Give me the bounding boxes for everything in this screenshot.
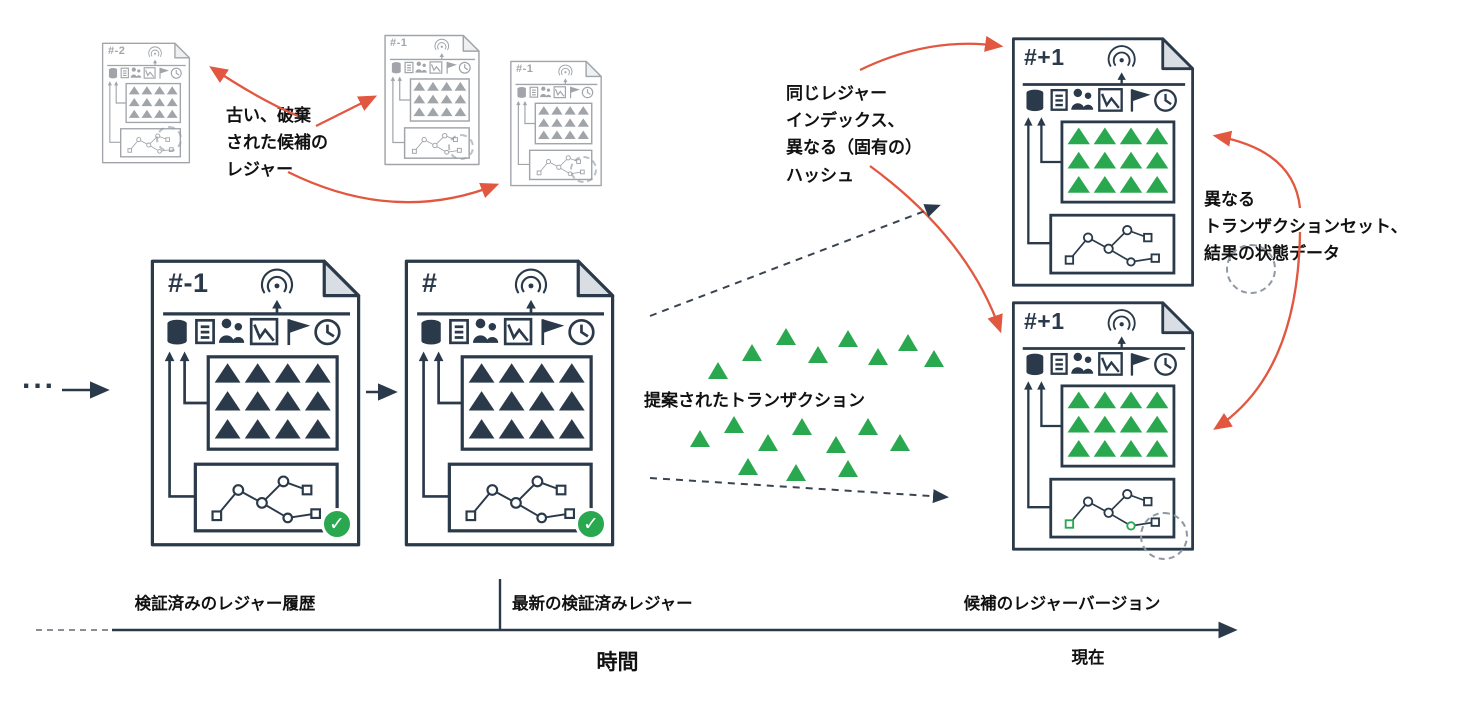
hash-dashed-circle [156,126,182,152]
timeline-label-now: 現在 [1071,649,1105,667]
hash-dashed-circle [570,156,597,183]
ledger-card-candidate-bottom: #+1 [1008,300,1198,552]
ledger-index-label: # [422,268,438,298]
hash-dashed-circle [1226,244,1276,294]
arrow-dashed-bottom [649,477,949,504]
ledger-index-label: #+1 [1024,44,1065,70]
note-discarded-ledgers: 古い、破棄 された候補の レジャー [226,106,328,180]
timeline-label-history: 検証済みのレジャー履歴 [134,595,316,613]
ledger-document-art [148,258,363,548]
ledger-card-candidate-top: #+1 [1008,36,1198,288]
note-proposed-transactions: 提案されたトランザクション [644,391,865,410]
ledger-index-label: #-1 [168,268,209,298]
ledger-index-label: #-2 [108,45,126,57]
history-ellipsis: ... [22,362,57,395]
ledger-document-art [402,258,617,548]
ledger-card-discarded-1: #-2 [100,42,192,164]
validated-check-icon: ✓ [321,508,353,540]
validated-check-icon: ✓ [575,508,607,540]
check-glyph: ✓ [583,513,599,535]
ledger-card-history: #-1 [148,258,363,548]
timeline-label-latest: 最新の検証済みレジャー [512,595,693,613]
arrow-dashed-top [649,204,941,317]
timeline-label-candidates: 候補のレジャーバージョン [963,595,1161,613]
hash-dashed-circle [1140,512,1188,560]
ledger-index-label: #-1 [390,37,408,49]
hash-dashed-circle [448,134,474,160]
timeline-label-time: 時間 [596,651,639,674]
arrow-candidate-bottom [869,165,1003,334]
ledger-card-discarded-3: #-1 [508,60,604,187]
ledger-index-label: #-1 [516,63,534,75]
ledger-index-label: #+1 [1024,308,1065,334]
arrow-candidate-top [859,35,1004,72]
ledger-card-latest: # [402,258,617,548]
ledger-document-art [1008,36,1198,288]
note-same-index: 同じレジャー インデックス、 異なる（固有の） ハッシュ [786,84,922,185]
check-glyph: ✓ [329,513,345,535]
ledger-card-discarded-2: #-1 [382,34,482,166]
